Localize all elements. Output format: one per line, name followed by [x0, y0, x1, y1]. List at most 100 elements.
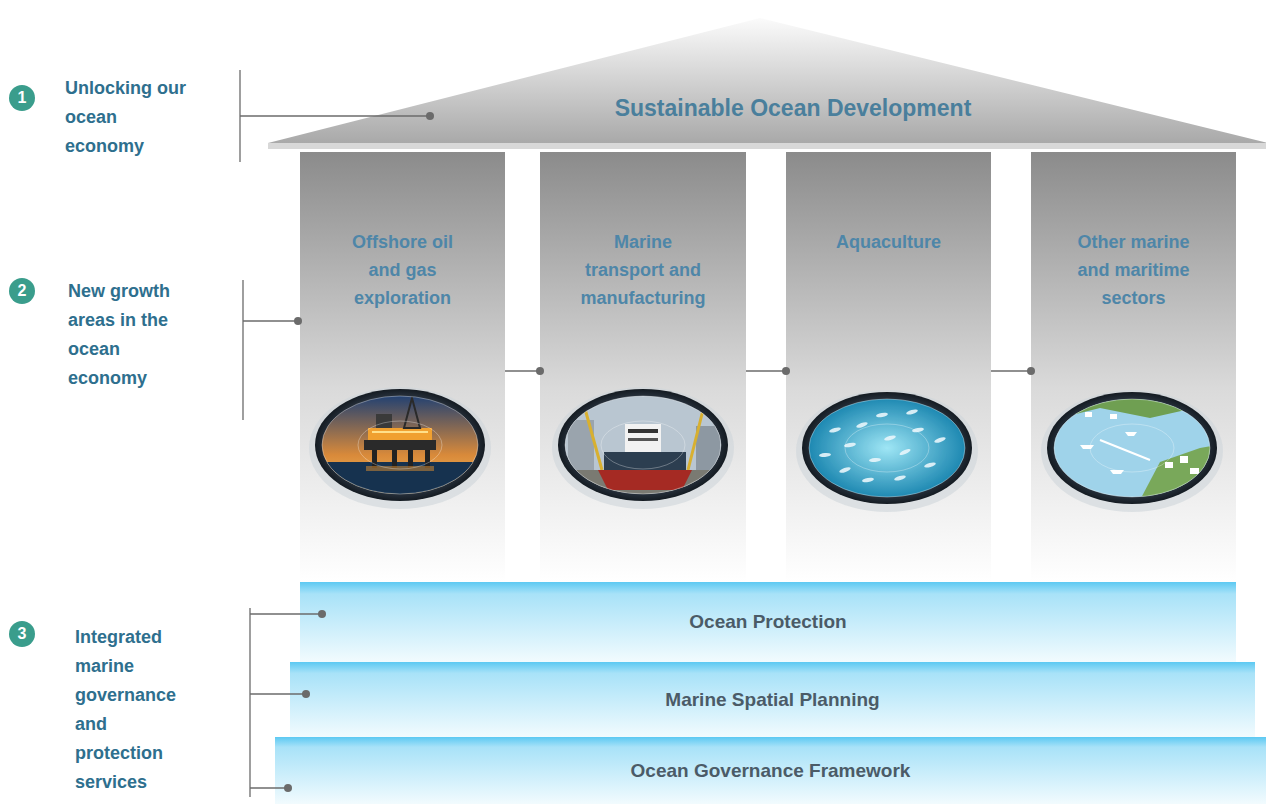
callout-box: 2 New growth areas in the ocean economy: [8, 277, 243, 399]
ship-picture: [598, 470, 692, 490]
ship-picture: [628, 429, 658, 433]
band-label: Ocean Governance Framework: [631, 759, 911, 783]
coast-picture: [1052, 397, 1212, 500]
oil-rig-picture: [320, 394, 480, 496]
leader-connector: [243, 320, 298, 321]
fish-picture: [796, 390, 978, 512]
leader-connector: [250, 613, 322, 614]
fish-picture: [807, 397, 967, 499]
ship-picture: [565, 396, 721, 494]
ship-picture: [628, 438, 658, 441]
band-shape: [300, 582, 1236, 662]
coast-picture: [1052, 397, 1212, 499]
ship-picture: [558, 389, 728, 501]
fish-picture: [829, 427, 842, 434]
coast-picture: [1052, 397, 1212, 420]
roof-shape: [268, 18, 1266, 143]
oil-rig-picture: [358, 421, 442, 469]
pillar-shape: [540, 152, 746, 582]
leader-connector: [991, 370, 1031, 371]
coast-picture: [1125, 432, 1137, 436]
fish-picture: [894, 475, 907, 482]
oil-rig-picture: [322, 396, 478, 494]
leader-connector: [505, 370, 540, 371]
oil-rig-picture: [309, 387, 491, 509]
callout-text: New growth areas in the ocean economy: [68, 277, 183, 393]
coast-picture: [1180, 456, 1188, 463]
callout-text: Unlocking our ocean economy: [65, 74, 193, 161]
roof-ledge: [268, 143, 1266, 149]
pillar-shape: [1031, 152, 1236, 582]
pillar-shape: [786, 152, 991, 582]
ship-picture: [625, 424, 661, 452]
ship-picture: [552, 387, 734, 509]
oil-rig-picture: [364, 440, 436, 450]
fish-picture: [906, 409, 919, 416]
bracket-line: [242, 280, 243, 420]
fish-picture: [807, 397, 967, 499]
callout-number: 2: [9, 278, 35, 304]
coast-picture: [1041, 390, 1223, 512]
ship-picture: [696, 426, 720, 470]
ship-picture: [563, 470, 723, 496]
connector-dot: [318, 610, 326, 618]
oil-rig-picture: [315, 389, 485, 501]
pillar-shape: [300, 152, 505, 582]
fish-picture: [839, 466, 852, 474]
oil-rig-picture: [425, 450, 430, 468]
pillar-label: Marine transport and manufacturing: [578, 228, 708, 312]
callout-box: 1 Unlocking our ocean economy: [8, 74, 240, 169]
ship-picture: [688, 398, 706, 470]
pillar-box: Aquaculture: [786, 152, 991, 582]
connector-dot: [284, 784, 292, 792]
callout-box: 3 Integrated marine governance and protec…: [8, 610, 250, 800]
coast-picture: [1100, 440, 1150, 460]
connector-dot: [426, 112, 434, 120]
connector-dot: [782, 367, 790, 375]
band-box: Marine Spatial Planning: [290, 662, 1255, 737]
coast-picture: [1041, 390, 1223, 512]
ship-picture: [552, 387, 734, 509]
fish-picture: [856, 421, 869, 429]
bracket-line: [249, 608, 250, 797]
fish-picture: [819, 452, 831, 457]
pillar-label: Other marine and maritime sectors: [1069, 228, 1199, 312]
coast-picture: [1085, 412, 1092, 417]
roof-title: Sustainable Ocean Development: [615, 95, 972, 121]
pillar-label: Aquaculture: [824, 228, 954, 256]
band-shape: [290, 662, 1255, 737]
callout-number: 1: [9, 85, 35, 111]
oil-rig-picture: [392, 450, 397, 468]
connector-dot: [302, 690, 310, 698]
pillar-label: Offshore oil and gas exploration: [338, 228, 468, 312]
coast-picture: [1090, 424, 1174, 472]
fish-picture: [796, 390, 978, 512]
coast-picture: [1054, 399, 1210, 497]
leader-connector: [746, 370, 786, 371]
band-box: Ocean Protection: [300, 582, 1236, 662]
fish-picture: [884, 435, 897, 442]
oil-rig-picture: [372, 431, 428, 433]
oil-rig-picture: [320, 394, 480, 496]
coast-picture: [1080, 445, 1094, 449]
pillar-box: Other marine and maritime sectors: [1031, 152, 1236, 582]
band-shape: [275, 737, 1266, 804]
ship-picture: [601, 421, 685, 469]
oil-rig-picture: [408, 450, 413, 468]
ship-picture: [563, 394, 723, 496]
callout-number: 3: [9, 621, 35, 647]
leader-connector: [250, 787, 288, 788]
fish-picture: [862, 477, 875, 483]
coast-picture: [1110, 414, 1117, 419]
callout-text: Integrated marine governance and protect…: [75, 623, 180, 797]
coast-picture: [1047, 392, 1217, 504]
coast-picture: [1165, 462, 1173, 468]
coast-picture: [1140, 446, 1212, 500]
band-box: Ocean Governance Framework: [275, 737, 1266, 804]
fish-picture: [809, 399, 965, 497]
fish-picture: [924, 462, 937, 469]
connector-dot: [1027, 367, 1035, 375]
fish-picture: [819, 409, 946, 483]
band-label: Ocean Protection: [689, 610, 846, 634]
oil-rig-picture: [376, 414, 392, 428]
